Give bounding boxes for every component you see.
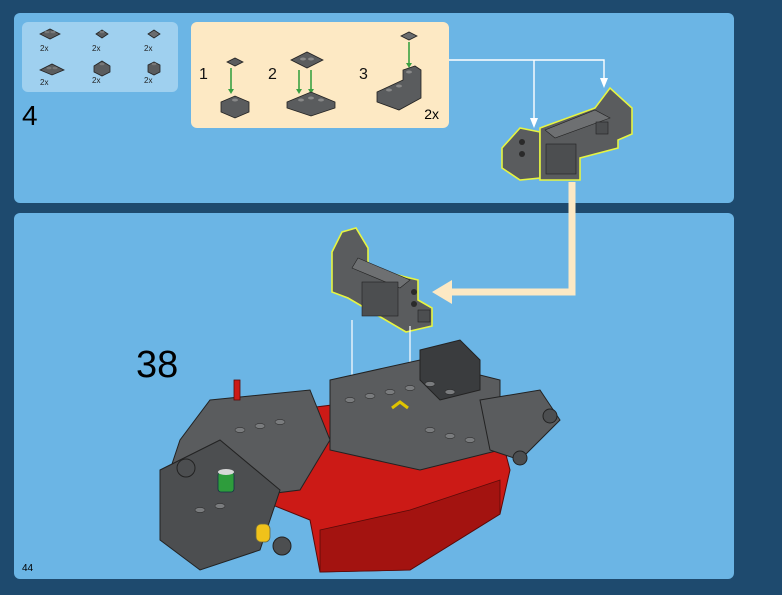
substep-multiplier: 2x bbox=[424, 106, 439, 122]
parts-list: 2x 2x 2x 2x 2x 2x bbox=[22, 22, 178, 92]
substep-label: 2 bbox=[268, 66, 277, 83]
page-number: 44 bbox=[22, 563, 34, 574]
vehicle-model bbox=[159, 339, 561, 573]
part-qty: 2x bbox=[144, 44, 153, 53]
substep-label: 3 bbox=[359, 66, 368, 83]
part-qty: 2x bbox=[144, 76, 153, 85]
part-qty: 2x bbox=[40, 78, 49, 87]
step-number-main: 38 bbox=[136, 344, 179, 386]
part-qty: 2x bbox=[92, 44, 101, 53]
plate-1x1-clip-icon bbox=[95, 29, 109, 39]
substep-3-illustration bbox=[376, 31, 422, 111]
part-item: 2x bbox=[30, 26, 70, 56]
plate-1x2-rail-icon bbox=[39, 63, 65, 76]
plate-1x2-icon bbox=[39, 28, 61, 40]
part-item: 2x bbox=[82, 26, 122, 56]
step38-subassembly bbox=[331, 227, 433, 333]
part-item: 2x bbox=[30, 60, 70, 90]
substep-label: 1 bbox=[199, 66, 208, 83]
brick-1x1-icon bbox=[147, 61, 161, 76]
step-number-top: 4 bbox=[22, 100, 38, 131]
substep-2-illustration bbox=[286, 51, 336, 117]
part-qty: 2x bbox=[92, 76, 101, 85]
part-qty: 2x bbox=[40, 44, 49, 53]
slope-brick-icon bbox=[93, 60, 111, 77]
tile-1x1-icon bbox=[147, 29, 161, 39]
part-item: 2x bbox=[134, 58, 174, 88]
step4-subassembly bbox=[501, 86, 633, 181]
substep-callout: 1 2 3 2x bbox=[191, 22, 449, 128]
part-item: 2x bbox=[82, 58, 122, 88]
part-item: 2x bbox=[134, 26, 174, 56]
substep-1-illustration bbox=[220, 57, 250, 119]
